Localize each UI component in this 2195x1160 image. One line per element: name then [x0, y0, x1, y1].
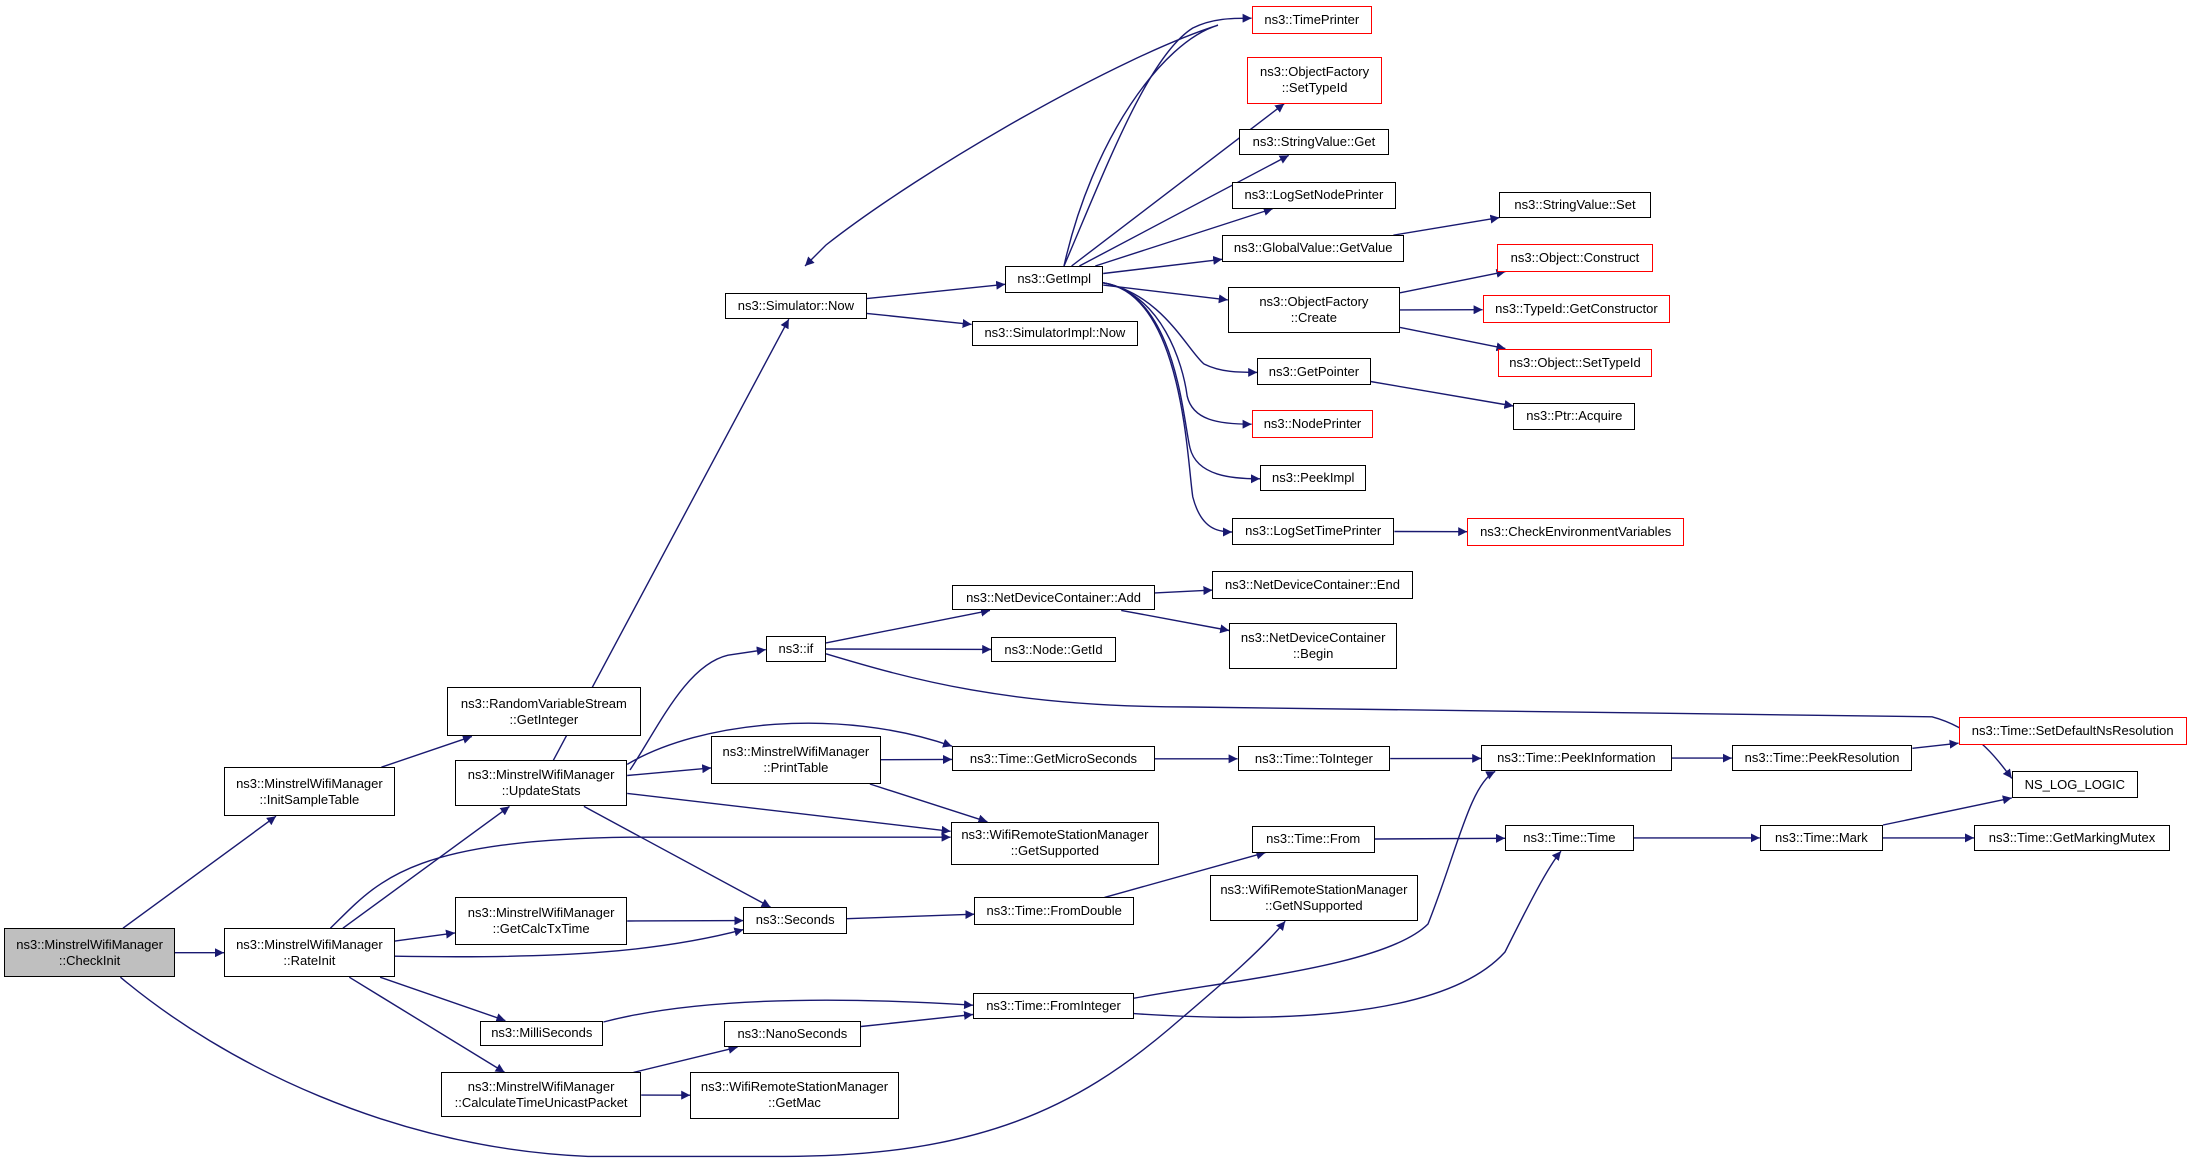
edge-time-peekresolution-to-time-setdefaultnsresolution [1912, 739, 1959, 749]
edge-updatestats-to-if [629, 646, 766, 771]
node-logsetnodeprinter[interactable]: ns3::LogSetNodePrinter [1232, 182, 1396, 209]
edge-ndc-add-to-ndc-end [1154, 586, 1213, 596]
edge-time-mark-to-ns-log-logic [1882, 795, 2012, 826]
edge-rateinit-to-getcalctxtime [394, 929, 456, 942]
edge-getimpl-to-globalvalue-getvalue [1103, 255, 1223, 275]
edge-getimpl-to-logsetnodeprinter [1095, 207, 1274, 267]
edge-nanoseconds-to-time-frominteger [860, 1010, 974, 1028]
node-objectfactory-settypeid[interactable]: ns3::ObjectFactory ::SetTypeId [1247, 57, 1382, 104]
node-object-construct[interactable]: ns3::Object::Construct [1496, 243, 1654, 272]
node-object-settypeid[interactable]: ns3::Object::SetTypeId [1498, 348, 1652, 377]
edge-simulator-now-to-getimpl [866, 280, 1006, 300]
node-initsampletable[interactable]: ns3::MinstrelWifiManager ::InitSampleTab… [224, 767, 395, 817]
node-ptr-acquire[interactable]: ns3::Ptr::Acquire [1513, 403, 1636, 430]
edge-updatestats-to-wrsm-getsupported [627, 792, 951, 835]
node-milliseconds[interactable]: ns3::MilliSeconds [480, 1020, 604, 1046]
edge-updatestats-to-seconds [583, 805, 771, 908]
node-globalvalue-getvalue[interactable]: ns3::GlobalValue::GetValue [1222, 235, 1405, 262]
node-time-time[interactable]: ns3::Time::Time [1505, 824, 1634, 852]
edge-rateinit-to-seconds [394, 927, 744, 958]
node-time-getmicroseconds[interactable]: ns3::Time::GetMicroSeconds [952, 746, 1155, 772]
edge-seconds-to-time-fromdouble [846, 910, 975, 920]
edge-getimpl-to-nodeprinter [1103, 282, 1252, 429]
node-checkinit[interactable]: ns3::MinstrelWifiManager ::CheckInit [4, 928, 175, 978]
node-ns-log-logic[interactable]: NS_LOG_LOGIC [2011, 771, 2138, 798]
node-updatestats[interactable]: ns3::MinstrelWifiManager ::UpdateStats [455, 760, 628, 807]
node-stringvalue-get[interactable]: ns3::StringValue::Get [1239, 128, 1389, 156]
node-peekimpl[interactable]: ns3::PeekImpl [1260, 464, 1367, 492]
edge-rateinit-to-milliseconds [379, 976, 506, 1022]
edge-getimpl-to-objectfactory-create [1103, 284, 1228, 304]
node-wrsm-getnsupported[interactable]: ns3::WifiRemoteStationManager ::GetNSupp… [1209, 875, 1419, 922]
node-if[interactable]: ns3::if [765, 635, 826, 663]
edge-if-to-ndc-add [825, 607, 991, 644]
node-getcalctxtime[interactable]: ns3::MinstrelWifiManager ::GetCalcTxTime [455, 897, 628, 945]
node-typeid-getconstructor[interactable]: ns3::TypeId::GetConstructor [1482, 295, 1671, 324]
node-time-getmarkingmutex[interactable]: ns3::Time::GetMarkingMutex [1974, 824, 2170, 852]
edge-objectfactory-create-to-object-settypeid [1399, 326, 1506, 352]
node-ndc-end[interactable]: ns3::NetDeviceContainer::End [1212, 571, 1413, 600]
edge-initsampletable-to-rvs-getinteger [381, 735, 473, 768]
edge-rateinit-to-wrsm-getsupported [329, 832, 951, 929]
edge-milliseconds-to-time-frominteger [603, 999, 974, 1023]
node-getimpl[interactable]: ns3::GetImpl [1005, 266, 1104, 293]
node-simulator-now[interactable]: ns3::Simulator::Now [725, 292, 867, 320]
node-time-fromdouble[interactable]: ns3::Time::FromDouble [974, 897, 1134, 926]
edge-getimpl-to-peekimpl [1103, 282, 1261, 484]
edge-updatestats-to-simulator-now [552, 318, 790, 761]
edge-ndc-add-to-ndc-begin [1121, 609, 1230, 634]
node-ndc-add[interactable]: ns3::NetDeviceContainer::Add [952, 585, 1155, 611]
node-rateinit[interactable]: ns3::MinstrelWifiManager ::RateInit [224, 928, 395, 978]
node-objectfactory-create[interactable]: ns3::ObjectFactory ::Create [1227, 287, 1400, 334]
node-node-getid[interactable]: ns3::Node::GetId [991, 637, 1116, 663]
edge-updatestats-to-printtable [627, 764, 712, 777]
node-time-frominteger[interactable]: ns3::Time::FromInteger [973, 992, 1134, 1020]
edge-objectfactory-create-to-object-construct [1399, 268, 1506, 294]
edge-checkinit-to-wrsm-getnsupported [119, 920, 1286, 1158]
edge-updatestats-to-time-getmicroseconds [626, 722, 953, 766]
edge-if-to-ns-log-logic [825, 653, 2013, 779]
node-nodeprinter[interactable]: ns3::NodePrinter [1251, 410, 1374, 439]
node-time-mark[interactable]: ns3::Time::Mark [1759, 824, 1883, 852]
node-time-peekinformation[interactable]: ns3::Time::PeekInformation [1481, 744, 1672, 772]
node-checkenvvars[interactable]: ns3::CheckEnvironmentVariables [1467, 518, 1685, 546]
edge-printtable-to-wrsm-getsupported [869, 783, 988, 824]
edge-time-from-to-time-time [1374, 833, 1506, 843]
node-time-peekresolution[interactable]: ns3::Time::PeekResolution [1731, 744, 1913, 772]
edge-checkinit-to-initsampletable [122, 815, 277, 929]
edge-simulator-now-to-simulatorimpl-now [866, 312, 972, 328]
node-time-from[interactable]: ns3::Time::From [1251, 826, 1375, 853]
edge-calctimeunicast-to-nanoseconds [633, 1044, 738, 1074]
edge-getimpl-to-logsettimeprinter [1103, 282, 1233, 537]
node-ndc-begin[interactable]: ns3::NetDeviceContainer ::Begin [1229, 623, 1398, 670]
edge-globalvalue-getvalue-to-stringvalue-set [1393, 214, 1500, 236]
node-timeprinter[interactable]: ns3::TimePrinter [1251, 5, 1372, 34]
node-stringvalue-set[interactable]: ns3::StringValue::Set [1499, 191, 1651, 219]
node-getpointer[interactable]: ns3::GetPointer [1257, 358, 1371, 385]
node-calctimeunicast[interactable]: ns3::MinstrelWifiManager ::CalculateTime… [441, 1072, 642, 1118]
edge-time-frominteger-to-time-peekinformation [1133, 770, 1496, 999]
node-nanoseconds[interactable]: ns3::NanoSeconds [723, 1020, 861, 1048]
node-wrsm-getsupported[interactable]: ns3::WifiRemoteStationManager ::GetSuppo… [950, 821, 1160, 866]
edge-rateinit-to-calctimeunicast [348, 976, 505, 1073]
edge-getimpl-to-timeprinter [1063, 13, 1252, 267]
node-rvs-getinteger[interactable]: ns3::RandomVariableStream ::GetInteger [446, 687, 642, 737]
edge-time-fromdouble-to-time-from [1104, 850, 1266, 899]
node-printtable[interactable]: ns3::MinstrelWifiManager ::PrintTable [711, 736, 881, 784]
node-time-setdefaultnsresolution[interactable]: ns3::Time::SetDefaultNsResolution [1958, 716, 2187, 745]
edge-getimpl-to-stringvalue-get [1079, 154, 1290, 267]
node-simulatorimpl-now[interactable]: ns3::SimulatorImpl::Now [971, 320, 1139, 346]
node-seconds[interactable]: ns3::Seconds [743, 907, 847, 934]
edge-rateinit-to-updatestats [342, 805, 510, 929]
edge-getimpl-to-getpointer [1103, 282, 1258, 377]
edge-getpointer-to-ptr-acquire [1370, 380, 1514, 409]
edge-time-frominteger-to-time-time [1133, 850, 1562, 1019]
node-time-tointeger[interactable]: ns3::Time::ToInteger [1237, 746, 1391, 772]
node-logsettimeprinter[interactable]: ns3::LogSetTimePrinter [1232, 518, 1395, 545]
node-wrsm-getmac[interactable]: ns3::WifiRemoteStationManager ::GetMac [690, 1072, 899, 1119]
edge-getimpl-to-simulator-now [804, 24, 1219, 267]
